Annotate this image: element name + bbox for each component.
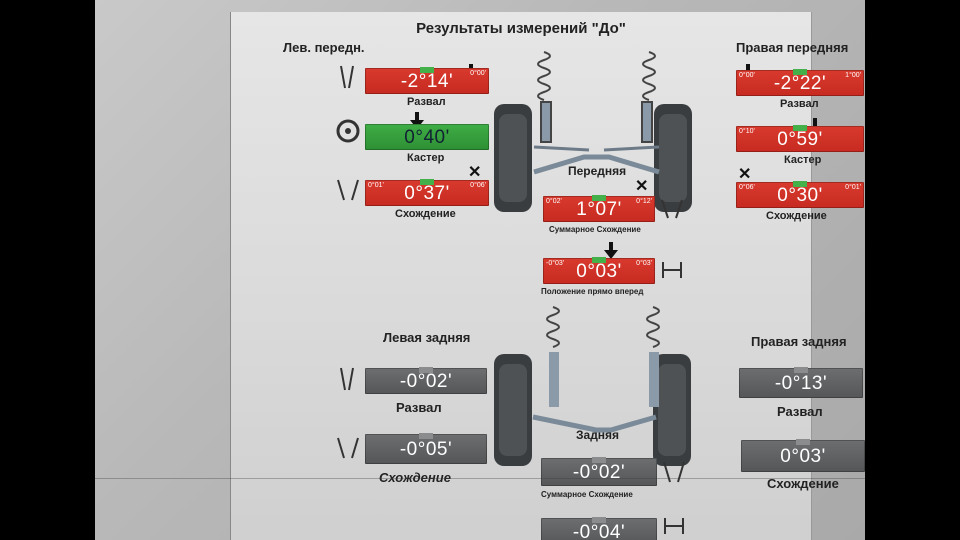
front-left-camber-label: Развал (407, 96, 446, 108)
rear-right-heading: Правая задняя (751, 334, 847, 349)
rear-left-toe-label: Схождение (379, 470, 451, 485)
rear-suspension-diagram (494, 306, 691, 466)
toe-icon (661, 199, 683, 219)
thrust-angle-value: -0°04' (572, 522, 626, 540)
front-total-toe-gauge: 0°02' 0°12' 1°07' (543, 195, 655, 222)
rear-left-toe-gauge: -0°05' (365, 433, 487, 464)
front-left-toe-label: Схождение (395, 208, 456, 220)
cross-mark-icon: ✕ (738, 166, 752, 183)
rear-left-toe-value: -0°05' (399, 439, 453, 460)
front-section-label: Передняя (568, 164, 627, 178)
rear-total-toe-value: -0°02' (572, 462, 626, 483)
toe-icon (337, 179, 359, 201)
front-right-heading: Правая передняя (736, 40, 849, 55)
rear-right-camber-label: Развал (777, 404, 823, 419)
rear-right-camber-value: -0°13' (774, 373, 828, 394)
front-suspension-diagram (494, 51, 692, 212)
front-right-camber-gauge: 0°00' 1°00' -2°22' (736, 69, 864, 96)
front-left-caster-value: 0°40' (404, 127, 450, 148)
rear-left-camber-value: -0°02' (399, 371, 453, 392)
front-total-toe-label: Суммарное Схождение (549, 225, 641, 234)
photo-background: Результаты измерений "До" Перед (95, 0, 865, 540)
front-left-caster-gauge: 0°40' (365, 124, 489, 150)
rear-left-camber-gauge: -0°02' (365, 367, 487, 394)
front-left-caster-label: Кастер (407, 152, 445, 164)
front-right-toe-gauge: 0°06' 0°01' 0°30' (736, 181, 864, 208)
cross-mark-icon: ✕ (635, 178, 649, 195)
front-left-wheel-icon (494, 104, 532, 212)
front-left-camber-gauge: 0°00' -2°14' (365, 67, 489, 94)
thrust-angle-gauge: -0°04' (541, 517, 657, 540)
rear-total-toe-label: Суммарное Схождение (541, 490, 633, 499)
steering-icon (664, 518, 684, 534)
rear-right-wheel-icon (653, 354, 691, 466)
front-right-caster-label: Кастер (784, 154, 822, 166)
front-left-camber-value: -2°14' (400, 71, 454, 92)
front-right-caster-gauge: 0°10' 0°59' (736, 125, 864, 152)
front-left-strut-icon (537, 51, 552, 143)
front-right-strut-icon (641, 51, 656, 143)
front-left-toe-value: 0°37' (404, 183, 450, 204)
front-left-heading: Лев. передн. (283, 40, 365, 55)
paper-fold-line (95, 478, 865, 479)
caster-icon (336, 119, 360, 143)
front-right-camber-label: Развал (780, 98, 819, 110)
straight-ahead-gauge: -0°03' 0°03' 0°03' (543, 257, 655, 284)
toe-icon (663, 461, 685, 483)
page-title: Результаты измерений "До" (416, 20, 626, 37)
front-left-toe-gauge: 0°01' 0°06' 0°37' (365, 179, 489, 206)
steering-icon (662, 262, 682, 278)
straight-ahead-label: Положение прямо вперед (541, 287, 644, 296)
cross-mark-icon: ✕ (468, 164, 482, 181)
rear-right-toe-value: 0°03' (780, 446, 826, 467)
front-total-toe-value: 1°07' (576, 199, 622, 220)
straight-ahead-value: 0°03' (576, 261, 622, 282)
front-right-toe-value: 0°30' (777, 185, 823, 206)
rear-right-camber-gauge: -0°13' (739, 367, 863, 398)
toe-icon (337, 437, 359, 459)
rear-right-toe-gauge: 0°03' (741, 439, 865, 472)
rear-left-wheel-icon (494, 354, 532, 466)
front-right-wheel-icon (654, 104, 692, 212)
front-right-camber-value: -2°22' (773, 73, 827, 94)
rear-left-camber-label: Развал (396, 400, 442, 415)
printout-sheet: Результаты измерений "До" Перед (230, 12, 865, 540)
rear-right-toe-label: Схождение (767, 476, 839, 491)
rear-left-heading: Левая задняя (383, 330, 471, 345)
camber-icon (340, 367, 354, 391)
arrow-down-icon (604, 242, 618, 259)
front-right-toe-label: Схождение (766, 210, 827, 222)
front-right-caster-value: 0°59' (777, 129, 823, 150)
rear-total-toe-gauge: -0°02' (541, 457, 657, 486)
rear-section-label: Задняя (576, 428, 620, 442)
camber-icon (340, 65, 354, 89)
